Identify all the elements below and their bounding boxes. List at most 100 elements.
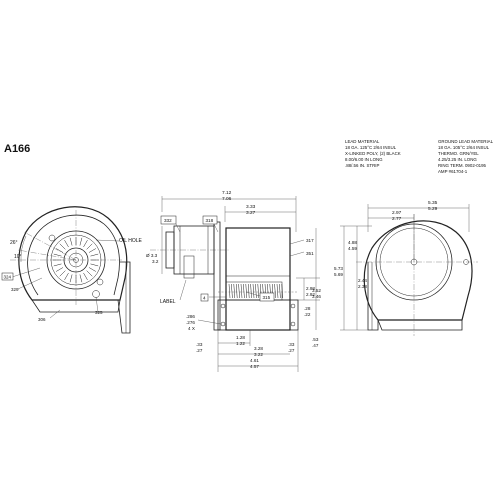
oil-hole-label: OIL HOLE	[119, 238, 143, 244]
vent-slot	[79, 237, 83, 246]
vent-slot	[88, 267, 97, 272]
vent-slot	[90, 263, 99, 267]
vent-slot	[83, 272, 88, 281]
left-dim-1-min: 4.59	[348, 246, 357, 251]
callout-351: 351	[306, 251, 314, 256]
dim-10-min: 4.57	[250, 364, 259, 369]
hole-qty: 4 X	[188, 326, 195, 331]
lead-material-line: 8.00/6.00 IN LONG	[345, 157, 383, 162]
wheel-blade	[231, 283, 233, 299]
wheel-blade	[257, 283, 260, 299]
callout-box	[160, 215, 177, 225]
right-inlet-view: 5.35 5.29 2.97 2.77 4.88 4.59 5.73 5.69 …	[334, 200, 478, 336]
angle-label: 10°	[14, 254, 22, 260]
vent-slot	[53, 263, 62, 267]
dim-2-min: 2.92	[306, 292, 315, 297]
dim-5-min: .27	[196, 348, 203, 353]
dim-9-min: 3.22	[254, 352, 263, 357]
wheel-blade	[252, 283, 255, 299]
callout-box	[202, 215, 218, 225]
center-side-view: 7.12 7.06 3.33 3.27 Ø 3.3 3.2 LABEL	[146, 190, 321, 372]
leader	[95, 239, 120, 242]
dim-diameter-min: 3.2	[152, 259, 159, 264]
dim-overall-min: 7.06	[222, 196, 232, 202]
hole-dia-max: .286	[186, 314, 195, 319]
dim-4-min: .22	[304, 312, 311, 317]
leader	[289, 251, 305, 257]
dim-overall-max: 7.12	[222, 190, 232, 196]
flange-hole	[290, 303, 296, 309]
dim-8-max: 1.28	[236, 335, 245, 340]
dim-housing-min: 3.27	[246, 210, 256, 216]
wheel-blade	[250, 283, 252, 299]
leader	[175, 223, 181, 233]
wheel-blade	[274, 283, 276, 299]
inlet-housing	[363, 220, 473, 321]
flange-hole	[290, 321, 296, 327]
dim-9-max: 3.28	[254, 346, 263, 351]
vent-slot	[86, 270, 93, 277]
lead-material-line: X-LINKED POLY, (2) BLACK	[345, 151, 401, 156]
dim-3-min: 3.46	[312, 294, 321, 299]
outlet-flange	[117, 261, 131, 334]
left-dim-2-max: 5.73	[334, 266, 343, 271]
leader	[289, 239, 305, 245]
housing-base	[377, 319, 463, 331]
top-dim-1-min: 5.29	[428, 206, 438, 212]
left-dim-1-max: 4.88	[348, 240, 357, 245]
vent-slot	[53, 253, 62, 257]
vent-slot	[69, 274, 73, 283]
vent-slot	[79, 274, 83, 283]
ground-lead-line: THERMO. GRN/YEL	[438, 151, 479, 156]
wheel-blade	[240, 283, 243, 299]
wheel-blade	[255, 283, 257, 299]
flange-hole	[220, 321, 226, 327]
wheel-blade	[279, 283, 281, 299]
wheel-blade	[243, 283, 245, 299]
top-dim-1-max: 5.35	[428, 200, 438, 206]
lead-material-note: LEAD MATERIAL 18 GA. 125°C 2/64 INSUL X-…	[345, 139, 401, 168]
outlet-flange	[217, 299, 299, 331]
dim-6-min: .27	[288, 348, 295, 353]
dim-5-max: .33	[196, 342, 203, 347]
lead-material-title: LEAD MATERIAL	[345, 139, 380, 144]
callout-315: 315	[263, 295, 271, 300]
vent-slot	[55, 248, 64, 253]
angle-label: 26°	[10, 240, 18, 246]
ground-lead-line: 4.25/3.25 IN. LONG	[438, 157, 477, 162]
scroll-inner-edge	[27, 214, 120, 296]
dim-diameter-max: Ø 3.3	[146, 253, 158, 258]
ground-lead-line: RING TERM. 0902-0195	[438, 163, 487, 168]
blower-housing	[225, 227, 291, 331]
ground-lead-line: 18 GA. 105°C 2/64 INSUL	[438, 145, 490, 150]
flange-outline	[367, 262, 379, 331]
leader	[245, 291, 261, 297]
mount-hole	[48, 234, 56, 242]
wheel-blade	[238, 283, 240, 299]
wheel-blade	[247, 283, 250, 299]
leader	[11, 267, 41, 278]
leader	[197, 319, 222, 325]
leader	[213, 223, 219, 233]
dim-4-max: .28	[304, 306, 311, 311]
mount-hole	[96, 278, 104, 286]
scroll-base	[31, 299, 121, 313]
callout-325: 325	[95, 310, 103, 315]
dim-7-min: .47	[312, 343, 319, 348]
callout-306: 306	[38, 317, 46, 322]
dim-housing-max: 3.33	[246, 204, 256, 210]
vent-slot	[86, 243, 93, 250]
callout-box	[259, 292, 275, 302]
lead-material-line: 18 GA. 125°C 2/64 INSUL	[345, 145, 397, 150]
wheel-blade	[235, 283, 238, 299]
wheel-blade	[276, 283, 279, 299]
callout-4: 4	[203, 296, 206, 301]
wheel-blade	[245, 283, 248, 299]
mounting-plate	[213, 221, 221, 331]
dim-8-min: 1.22	[236, 341, 245, 346]
terminal-block	[183, 255, 195, 279]
vent-slot	[55, 267, 64, 272]
scroll-housing	[18, 206, 128, 301]
left-dim-3-max: 2.44	[358, 278, 367, 283]
